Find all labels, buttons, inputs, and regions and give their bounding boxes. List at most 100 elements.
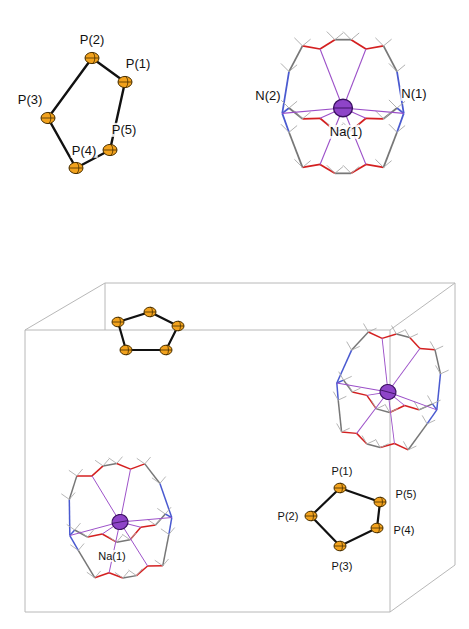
atom-label: P(5) xyxy=(111,123,138,137)
hydrogen-bond xyxy=(374,439,382,447)
cell-edge xyxy=(25,283,105,330)
hydrogen-bond xyxy=(289,101,297,108)
bond xyxy=(366,46,384,49)
cell-edge xyxy=(455,283,456,505)
hydrogen-bond xyxy=(435,344,443,351)
phosphorus-atom xyxy=(103,144,117,155)
bond xyxy=(320,40,335,49)
hydrogen-bond xyxy=(370,400,378,408)
bond xyxy=(384,46,398,72)
cell-edge xyxy=(25,612,390,613)
atom-label: N(2) xyxy=(254,89,281,103)
atom-label: P(3) xyxy=(17,93,44,107)
hydrogen-bond xyxy=(137,457,145,465)
hydrogen-bond xyxy=(390,326,398,334)
hydrogen-bond xyxy=(289,65,297,72)
hydrogen-bond xyxy=(432,398,440,405)
bond xyxy=(337,349,352,385)
hydrogen-bond xyxy=(77,544,85,551)
atom-label: P(2) xyxy=(79,33,106,47)
hydrogen-bond xyxy=(144,457,152,464)
hydrogen-bond xyxy=(164,507,172,514)
atom-label: P(4) xyxy=(71,144,98,158)
phosphorus-atom xyxy=(41,112,55,123)
bond xyxy=(64,499,76,535)
p5-ring xyxy=(305,483,386,551)
hydrogen-bond xyxy=(380,442,388,449)
cell-edge xyxy=(25,330,390,331)
cell-edge xyxy=(105,283,455,284)
hydrogen-bond xyxy=(389,100,397,108)
hydrogen-bond xyxy=(128,569,136,577)
hydrogen-bond xyxy=(338,395,346,402)
sodium-atom xyxy=(111,513,129,531)
hydrogen-bond xyxy=(440,368,448,375)
bond xyxy=(431,374,446,410)
phosphorus-atom xyxy=(118,76,132,87)
phosphorus-atom xyxy=(69,162,83,173)
bond xyxy=(355,433,369,444)
bond xyxy=(335,39,351,41)
hydrogen-bond xyxy=(360,436,368,444)
hydrogen-bond xyxy=(70,544,78,552)
cell-edge xyxy=(25,330,26,612)
atom-label: Na(1) xyxy=(329,125,364,139)
hydrogen-bond xyxy=(396,328,404,335)
hydrogen-bond xyxy=(157,507,165,515)
bond xyxy=(135,566,149,576)
phosphorus-atom xyxy=(305,511,317,521)
hydrogen-bond xyxy=(294,38,302,46)
hydrogen-bond xyxy=(389,63,397,71)
hydrogen-bond xyxy=(102,459,110,466)
bond xyxy=(78,548,95,579)
na-cryptand xyxy=(281,32,405,174)
bond xyxy=(420,346,435,352)
atom-label: P(2) xyxy=(277,510,300,522)
hydrogen-bond xyxy=(367,438,375,445)
bond xyxy=(429,350,446,374)
hydrogen-bond xyxy=(345,342,353,350)
bond xyxy=(351,164,366,173)
hydrogen-bond xyxy=(303,39,311,46)
bond xyxy=(66,476,81,500)
hydrogen-bond xyxy=(94,571,102,578)
hydrogen-bond xyxy=(69,469,77,477)
phosphorus-atom xyxy=(144,307,156,317)
hydrogen-bond xyxy=(397,65,405,72)
bond xyxy=(335,172,351,174)
na-cryptand xyxy=(322,315,455,459)
hydrogen-bond xyxy=(384,112,392,119)
bond xyxy=(91,466,105,476)
hydrogen-bond xyxy=(61,493,69,501)
na-cryptand xyxy=(57,449,182,586)
hydrogen-bond xyxy=(342,426,350,433)
bond xyxy=(289,132,303,167)
hydrogen-bond xyxy=(332,392,340,400)
hydrogen-bond xyxy=(337,372,345,380)
bond xyxy=(368,332,383,338)
cell-edge xyxy=(390,330,391,612)
cell-edge xyxy=(390,283,455,330)
cell-edge xyxy=(105,283,106,330)
phosphorus-atom xyxy=(334,541,346,551)
hydrogen-bond xyxy=(428,341,436,349)
hydrogen-bond xyxy=(159,477,167,484)
hydrogen-bond xyxy=(281,124,289,132)
phosphorus-atom xyxy=(334,483,346,493)
bond xyxy=(102,532,116,545)
hydrogen-bond xyxy=(344,375,352,382)
hydrogen-bond xyxy=(427,418,435,425)
bond xyxy=(352,329,369,353)
atom-label: P(4) xyxy=(393,524,416,536)
hydrogen-bond xyxy=(303,112,311,119)
bond xyxy=(109,571,123,581)
hydrogen-bond xyxy=(384,39,392,46)
p-p-bond xyxy=(118,312,178,350)
hydrogen-bond xyxy=(368,326,376,333)
phosphorus-atom xyxy=(120,345,132,355)
phosphorus-atom xyxy=(172,321,184,331)
bond xyxy=(130,464,145,469)
bond xyxy=(141,525,156,528)
hydrogen-bond xyxy=(109,457,117,465)
